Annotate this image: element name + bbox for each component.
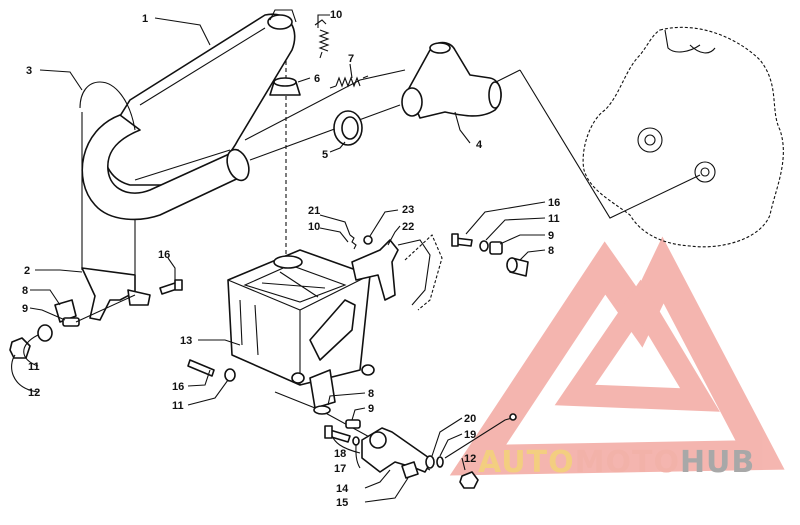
automotohub-watermark: AUTOMOTOHUB — [449, 236, 785, 480]
callout-isolator-right: 8 — [548, 245, 554, 257]
bracket-22 — [349, 234, 443, 311]
callout-nut-bottom: 15 — [336, 497, 348, 509]
gasket-5 — [333, 110, 363, 146]
callout-cable: 20 — [464, 413, 476, 425]
leader-lines — [11, 14, 546, 503]
callout-resonator: 13 — [180, 335, 192, 347]
callout-clip-bottom: 19 — [464, 429, 476, 441]
callout-muffler: 1 — [142, 13, 148, 25]
engine-outline — [582, 26, 784, 248]
callout-grommet: 6 — [314, 73, 320, 85]
callout-spring-small: 10 — [308, 221, 320, 233]
callout-spring-bracket: 21 — [308, 205, 320, 217]
callout-mount-bracket: 14 — [336, 483, 349, 495]
callout-isolator-bottom: 8 — [368, 388, 374, 400]
callout-bracket-mid: 22 — [402, 221, 414, 233]
grommet-6 — [269, 77, 301, 96]
callout-nut-left: 12 — [28, 387, 40, 399]
callout-spring-mid: 7 — [348, 53, 354, 65]
clip-3 — [79, 81, 136, 131]
callout-washer-right: 11 — [548, 213, 560, 225]
muffler — [81, 9, 297, 221]
callout-spring-top: 10 — [330, 9, 342, 21]
callout-spacer-left: 9 — [22, 303, 28, 315]
resonator-13 — [227, 249, 375, 415]
bracket-2 — [81, 267, 151, 321]
callouts: 1 10 3 7 6 5 4 2 16 8 9 11 12 21 10 23 2… — [22, 9, 560, 509]
callout-manifold: 4 — [476, 139, 483, 151]
callout-washer-bottom: 17 — [334, 463, 346, 475]
callout-clip: 3 — [26, 65, 32, 77]
isolator-left — [9, 294, 136, 359]
callout-screw-bracket: 23 — [402, 204, 414, 216]
callout-bolt-right: 16 — [548, 197, 560, 209]
bolt-16-left — [159, 279, 183, 295]
mount-bracket-14 — [361, 427, 433, 473]
callout-nut-right: 12 — [464, 453, 476, 465]
callout-washer-left: 11 — [28, 361, 40, 373]
callout-bolt-left: 16 — [158, 249, 170, 261]
manifold-4 — [401, 41, 502, 119]
spring-10 — [314, 19, 330, 59]
watermark-text: AUTOMOTOHUB — [478, 445, 755, 480]
spring-7 — [329, 75, 369, 89]
bolt-16-center — [187, 359, 236, 382]
callout-isolator-left: 8 — [22, 285, 28, 297]
callout-bolt-center: 16 — [172, 381, 184, 393]
hardware-bottom — [324, 413, 517, 489]
assembly-lines — [81, 40, 701, 471]
callout-spacer-right: 9 — [548, 230, 554, 242]
hardware-row-right — [451, 233, 529, 277]
callout-screw-bottom: 18 — [334, 448, 346, 460]
callout-gasket: 5 — [322, 149, 328, 161]
callout-spacer-bottom: 9 — [368, 403, 374, 415]
callout-washer-center: 11 — [172, 400, 184, 412]
callout-bracket-left: 2 — [24, 265, 30, 277]
